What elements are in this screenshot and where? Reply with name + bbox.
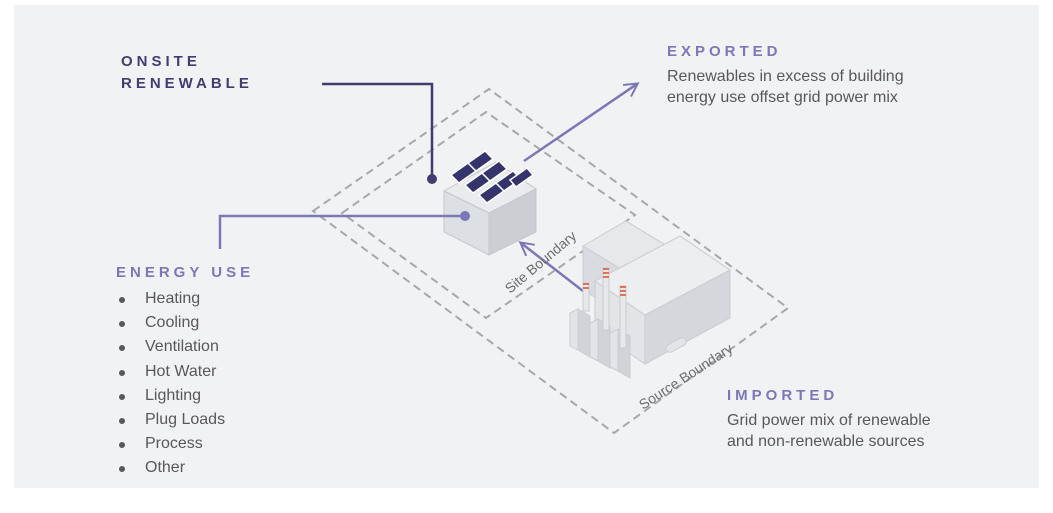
onsite-renewable-dot: [427, 174, 437, 184]
smokestack-bands: [583, 268, 626, 296]
site-boundary-outline: [340, 110, 637, 320]
energy-use-dot: [460, 211, 470, 221]
energy-use-leader-line: [218, 214, 465, 249]
energy-use-item: Hot Water: [116, 360, 225, 384]
energy-use-item: Process: [116, 432, 225, 456]
source-boundary-outline: [311, 87, 790, 435]
solar-panels-icon: [449, 150, 535, 204]
onsite-line1: ONSITE: [121, 53, 201, 70]
energy-use-list: Heating Cooling Ventilation Hot Water Li…: [116, 287, 225, 481]
onsite-renewable-heading: ONSITE RENEWABLE: [121, 51, 253, 95]
imported-line1: Grid power mix of renewable: [727, 412, 931, 429]
exported-arrow: [523, 84, 637, 163]
energy-use-heading: ENERGY USE: [116, 264, 255, 281]
exported-line2: energy use offset grid power mix: [667, 89, 898, 106]
power-plant-icon: [569, 220, 731, 379]
exported-heading: EXPORTED: [667, 43, 782, 60]
onsite-line2: RENEWABLE: [121, 75, 253, 92]
energy-use-item: Lighting: [116, 384, 225, 408]
exported-line1: Renewables in excess of building: [667, 68, 904, 85]
onsite-leader-line: [322, 82, 434, 179]
energy-use-item: Plug Loads: [116, 408, 225, 432]
exported-description: Renewables in excess of building energy …: [667, 66, 904, 108]
energy-use-item: Ventilation: [116, 335, 225, 359]
imported-line2: and non-renewable sources: [727, 433, 925, 450]
energy-use-item: Heating: [116, 287, 225, 311]
imported-arrow: [521, 243, 584, 292]
imported-heading: IMPORTED: [727, 387, 839, 404]
energy-use-item: Cooling: [116, 311, 225, 335]
energy-use-item: Other: [116, 456, 225, 480]
imported-description: Grid power mix of renewable and non-rene…: [727, 410, 931, 452]
